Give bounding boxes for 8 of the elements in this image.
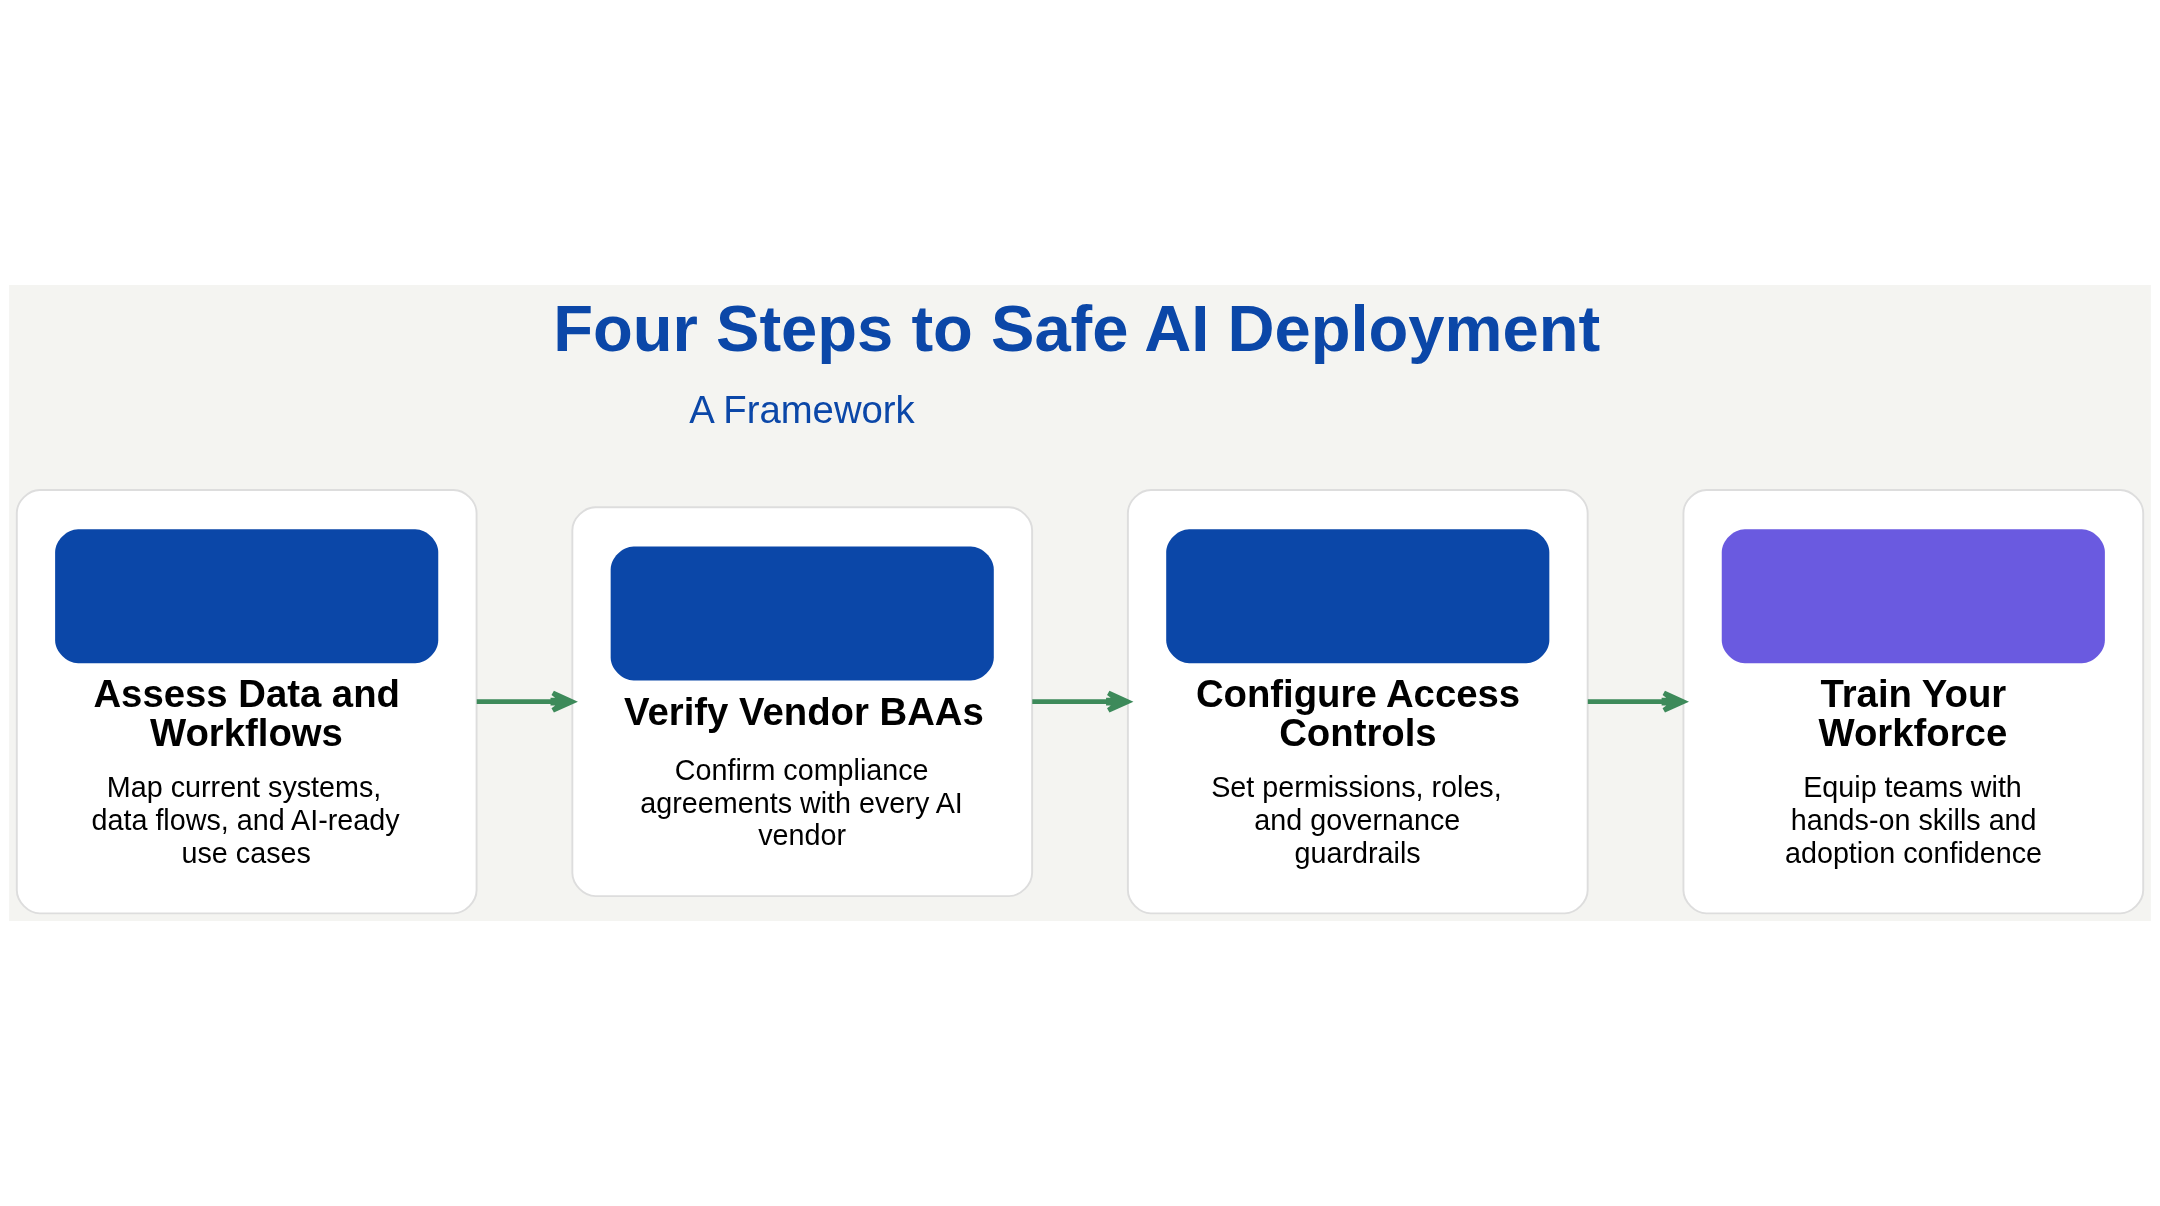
- arrow: [1587, 690, 1686, 713]
- arrow: [476, 690, 575, 713]
- label: A Framework: [689, 387, 915, 431]
- node-box: Assess Data and Workflows Map current systems, data flows, and AI-ready use cases: [15, 489, 478, 915]
- diagram-title: Four Steps to Safe AI Deployment: [553, 291, 1601, 365]
- node-box: Verify Vendor BAAs Confirm compliance agreements with every AI vendor: [571, 506, 1034, 898]
- node-box: Train Your Workforce Equip teams with hands-on skills and adoption confidence: [1682, 489, 2145, 915]
- node-box: Configure Access Controls Set permissions, roles, and governance guardrails: [1126, 489, 1589, 915]
